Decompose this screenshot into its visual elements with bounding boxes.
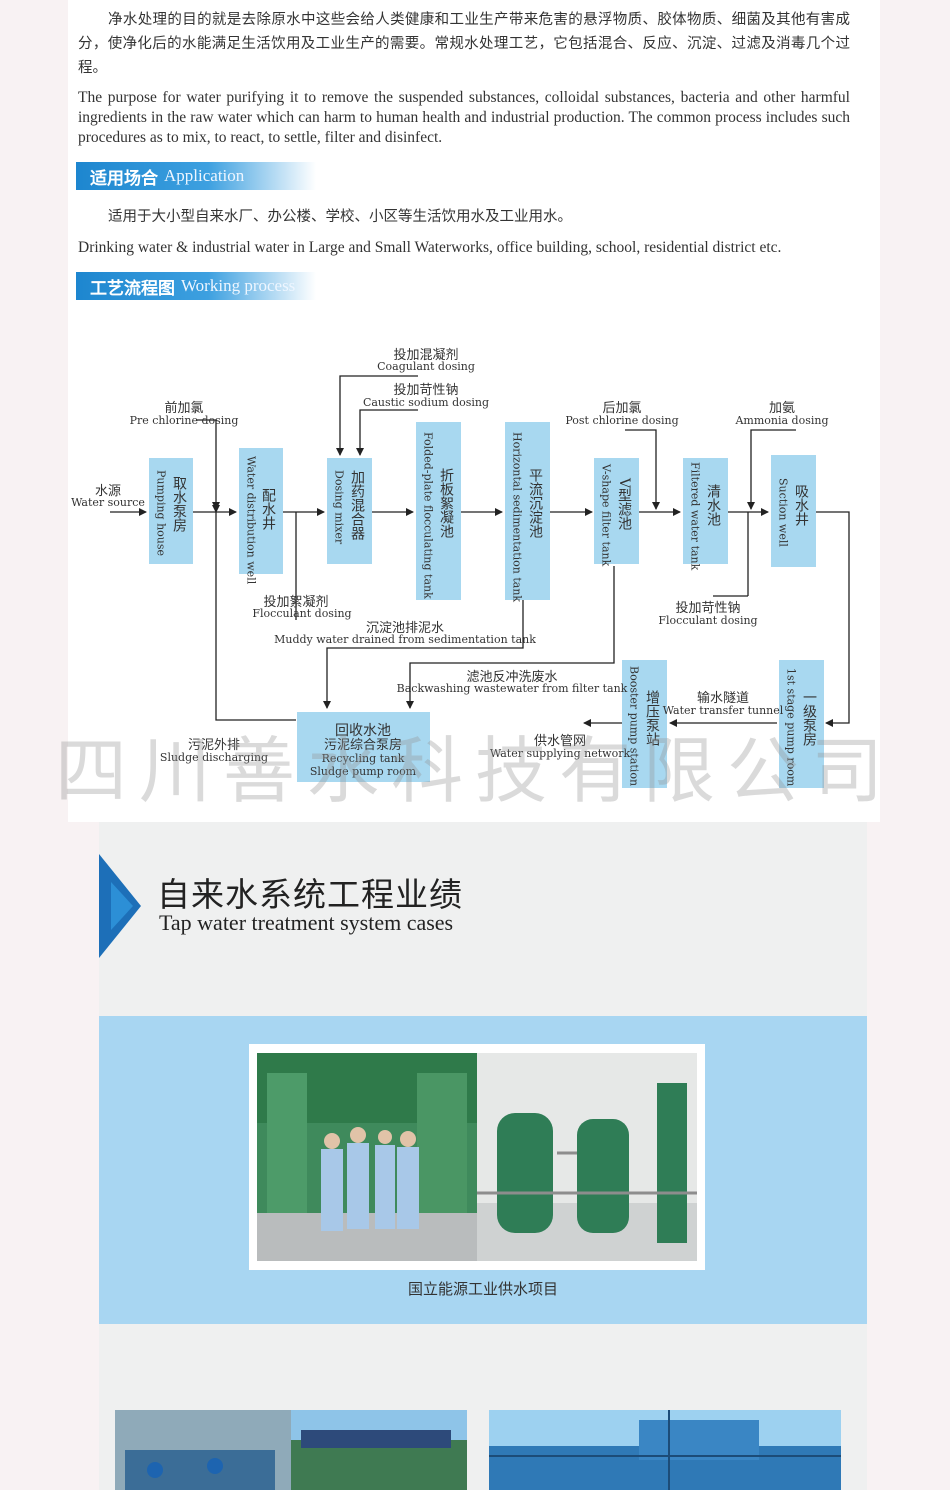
process-heading-cn: 工艺流程图 [90, 278, 175, 299]
application-heading-cn: 适用场合 [90, 168, 158, 189]
application-heading-en: Application [164, 166, 245, 185]
flow-lines [110, 375, 850, 727]
node-pump-room-cn: 一级泵房 [801, 690, 817, 746]
case-photo-team-image [257, 1053, 477, 1261]
case-photo-left-image [115, 1410, 467, 1490]
label-pre-chlorine-en: Pre chlorine dosing [130, 414, 239, 427]
node-sedimentation-tank-cn: 平流沉淀池 [527, 468, 543, 538]
intro-panel: 净水处理的目的就是去除原水中这些会给人类健康和工业生产带来危害的悬浮物质、胶体物… [68, 0, 880, 822]
process-heading: 工艺流程图 Working process [76, 272, 316, 300]
case-photo-right-image [489, 1410, 841, 1490]
process-annotations: 水源 Water source 投加混凝剂 Coagulant dosing 投… [71, 347, 828, 764]
label-flocculant-en: Flocculant dosing [252, 607, 351, 620]
process-flow-diagram: 取水泵房 Pumping house 配水井 Water distributio… [71, 347, 850, 788]
label-backwash-cn: 滤池反冲洗废水 [466, 669, 557, 685]
node-pumping-house-cn: 取水泵房 [171, 476, 187, 532]
node-distribution-well-cn: 配水井 [260, 488, 276, 531]
label-post-chlorine-en: Post chlorine dosing [565, 414, 678, 427]
node-booster-station-cn: 增压泵站 [644, 690, 660, 746]
process-boxes [149, 422, 824, 788]
node-filter-tank-en: V-shape filter tank [600, 463, 613, 567]
node-dosing-mixer-en: Dosing mixer [333, 470, 346, 545]
label-network-en: Water supplying network [490, 747, 631, 760]
application-heading: 适用场合 Application [76, 162, 316, 190]
cases-title-en: Tap water treatment system cases [159, 910, 454, 935]
node-dosing-mixer-cn: 加药混合器 [349, 470, 365, 540]
application-text-cn: 适用于大小型自来水厂、办公楼、学校、小区等生活饮用水及工业用水。 [108, 209, 572, 225]
label-tunnel-cn: 输水隧道 [697, 690, 749, 706]
node-sedimentation-tank-en: Horizontal sedimentation tank [511, 432, 524, 602]
label-caustic-en: Caustic sodium dosing [363, 396, 489, 409]
node-suction-well-en: Suction well [777, 478, 790, 547]
label-backwash-en: Backwashing wastewater from filter tank [397, 682, 628, 695]
intro-paragraph-en: The purpose for water purifying it to re… [78, 89, 850, 146]
cases-title-cn: 自来水系统工程业绩 [157, 875, 463, 914]
node-pumping-house-en: Pumping house [155, 470, 168, 556]
label-network-cn: 供水管网 [534, 734, 586, 749]
node-suction-well-cn: 吸水井 [793, 484, 809, 527]
chevron-logo-icon [99, 854, 141, 958]
cases-section: 自来水系统工程业绩 Tap water treatment system cas… [99, 822, 867, 1490]
label-tunnel-en: Water transfer tunnel [663, 704, 784, 717]
label-flocculant2-en: Flocculant dosing [658, 614, 757, 627]
intro-paragraph-cn: 净水处理的目的就是去除原水中这些会给人类健康和工业生产带来危害的悬浮物质、胶体物… [78, 12, 850, 76]
label-sludge-cn: 污泥外排 [188, 738, 240, 753]
label-caustic-cn: 投加苛性钠 [393, 382, 458, 398]
node-recycling-tank-en: Recycling tank [322, 752, 405, 765]
label-muddy-cn: 沉淀池排泥水 [366, 621, 444, 636]
node-filter-tank-cn: V型滤池 [616, 477, 632, 530]
node-filtered-water-tank-en: Filtered water tank [689, 462, 702, 571]
application-text-en: Drinking water & industrial water in Lar… [78, 239, 782, 256]
label-water-source-cn: 水源 [95, 484, 121, 499]
process-heading-en: Working process [181, 276, 296, 295]
label-sludge-en: Sludge discharging [160, 751, 268, 764]
label-post-chlorine-cn: 后加氯 [602, 401, 641, 416]
label-ammonia-en: Ammonia dosing [734, 414, 828, 427]
node-pump-room-en: 1st stage pump room [785, 668, 798, 787]
case-caption: 国立能源工业供水项目 [407, 1280, 558, 1298]
node-sludge-pump-cn: 污泥综合泵房 [324, 737, 402, 753]
node-filtered-water-tank-cn: 清水池 [705, 484, 721, 526]
case-photo-tanks-image [477, 1053, 697, 1261]
label-muddy-en: Muddy water drained from sedimentation t… [274, 633, 536, 646]
label-water-source-en: Water source [71, 496, 145, 509]
label-ammonia-cn: 加氨 [769, 401, 795, 416]
label-flocculant-cn: 投加絮凝剂 [263, 594, 328, 610]
node-flocculating-tank-en: Folded-plate flocculating tank [422, 432, 435, 599]
process-box-labels: 取水泵房 Pumping house 配水井 Water distributio… [155, 432, 818, 787]
node-flocculating-tank-cn: 折板絮凝池 [438, 468, 454, 538]
case-photo-frame [249, 1044, 705, 1270]
node-booster-station-en: Booster pump station [628, 666, 641, 786]
label-pre-chlorine-cn: 前加氯 [164, 400, 203, 416]
label-coagulant-en: Coagulant dosing [377, 360, 475, 373]
node-sludge-pump-en: Sludge pump room [310, 765, 417, 778]
label-coagulant-cn: 投加混凝剂 [393, 347, 458, 363]
node-recycling-tank-cn: 回收水池 [335, 723, 391, 739]
label-flocculant2-cn: 投加苛性钠 [675, 600, 740, 616]
node-distribution-well-en: Water distribution well [245, 456, 258, 585]
case-feature-band: 国立能源工业供水项目 [99, 1016, 867, 1324]
